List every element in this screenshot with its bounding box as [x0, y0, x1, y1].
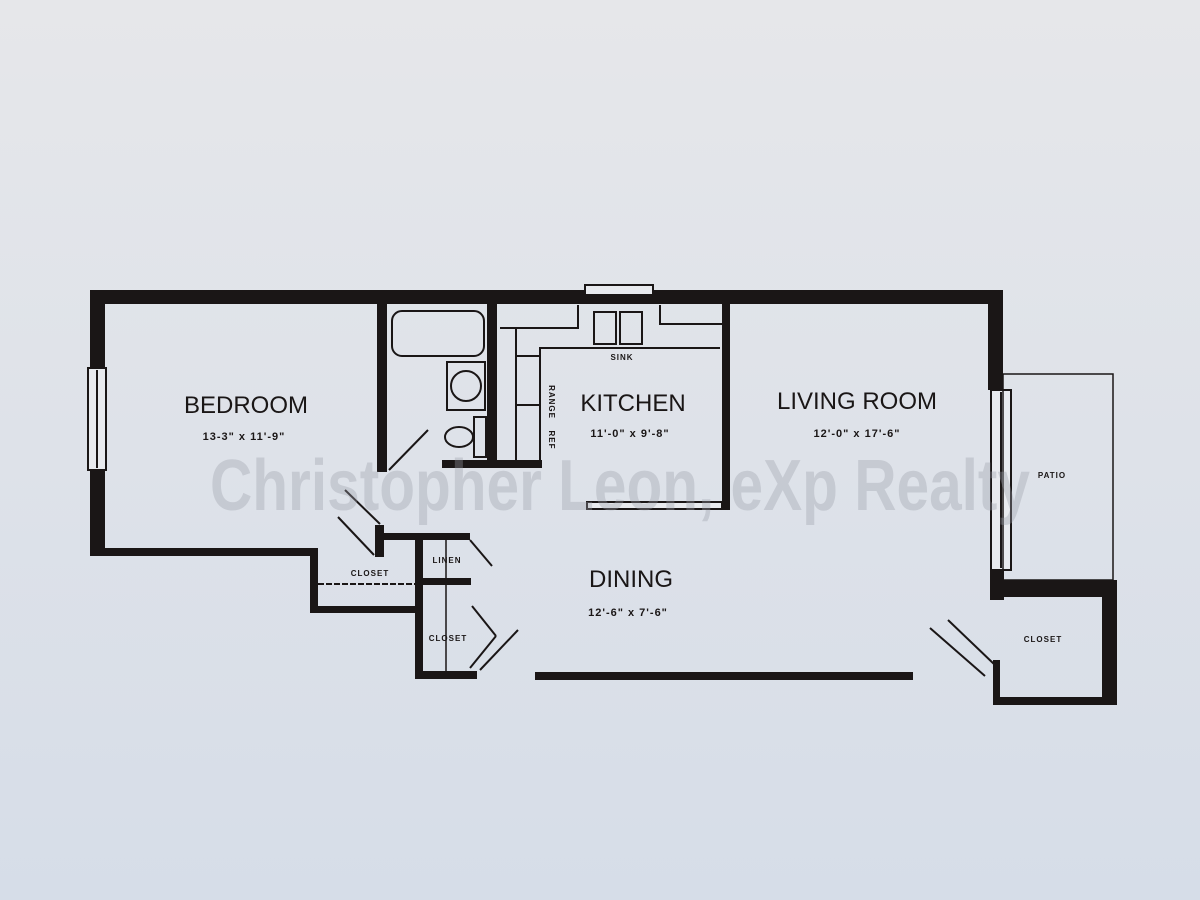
vanity — [446, 361, 486, 411]
bath-kitchen-wall — [487, 304, 497, 464]
hall-closet-label: CLOSET — [429, 634, 467, 643]
patio-label: PATIO — [1038, 471, 1066, 480]
sink-right — [619, 311, 643, 345]
living-room-size: 12'-0" x 17'-6" — [814, 428, 901, 440]
toilet-bowl — [444, 426, 474, 448]
bedroom-bottom-wall — [90, 548, 318, 556]
bath-bottom-wall — [442, 460, 542, 468]
counter-top-left — [500, 305, 579, 329]
top-exterior-wall — [90, 290, 1003, 304]
bath-door-swing — [388, 429, 429, 471]
fixtures — [87, 284, 1114, 677]
kitchen-bar — [586, 501, 723, 510]
walls — [90, 290, 1117, 705]
closet-side-wall — [310, 548, 318, 613]
patio-divider-wall — [990, 580, 1117, 597]
kitchen-label: KITCHEN — [580, 390, 685, 417]
hall-closet-door-swing — [471, 605, 497, 637]
bedroom-label: BEDROOM — [184, 392, 308, 419]
ref-label: REF — [547, 431, 556, 450]
watermark: Christopher Leon, eXp Realty — [210, 446, 1030, 526]
bedroom-size: 13-3" x 11'-9" — [203, 431, 286, 443]
entry-closet-label: CLOSET — [1024, 635, 1062, 644]
bath-left-wall — [377, 304, 387, 472]
bedroom-closet-label: CLOSET — [351, 569, 389, 578]
range-label: RANGE — [547, 385, 556, 419]
right-exterior-wall — [988, 290, 1003, 390]
hall-closet-wall — [415, 533, 423, 679]
closet-door-swing-1 — [344, 489, 381, 525]
kitchen-right-wall — [722, 304, 730, 510]
linen-label: LINEN — [433, 556, 462, 565]
hall-wall-stub — [375, 525, 384, 557]
sink-left — [593, 311, 617, 345]
sink-label: SINK — [610, 353, 633, 362]
linen-bottom-wall — [423, 578, 471, 585]
hall-closet-bottom-wall — [415, 671, 477, 679]
counter-l — [539, 347, 720, 462]
closet-bottom-wall — [310, 606, 418, 613]
closet-left-wall-entry — [993, 660, 1000, 705]
room-labels: BEDROOM 13-3" x 11'-9" KITCHEN 11'-0" x … — [184, 353, 1066, 644]
closet-right-wall — [1102, 580, 1117, 705]
linen-door-swing — [469, 539, 493, 567]
entry-closet-door-swing — [929, 627, 986, 677]
dining-bottom-wall — [535, 672, 913, 680]
linen-top-wall — [384, 533, 470, 540]
living-room-label: LIVING ROOM — [777, 388, 937, 415]
kitchen-size: 11'-0" x 9'-8" — [590, 428, 669, 440]
bathtub — [391, 310, 485, 357]
sink-basin — [450, 370, 482, 402]
kitchen-window — [584, 284, 654, 296]
dining-label: DINING — [589, 566, 673, 593]
closet-bottom-wall-entry — [993, 697, 1117, 705]
dining-size: 12'-6" x 7'-6" — [588, 607, 668, 619]
patio-outline — [1002, 373, 1114, 581]
